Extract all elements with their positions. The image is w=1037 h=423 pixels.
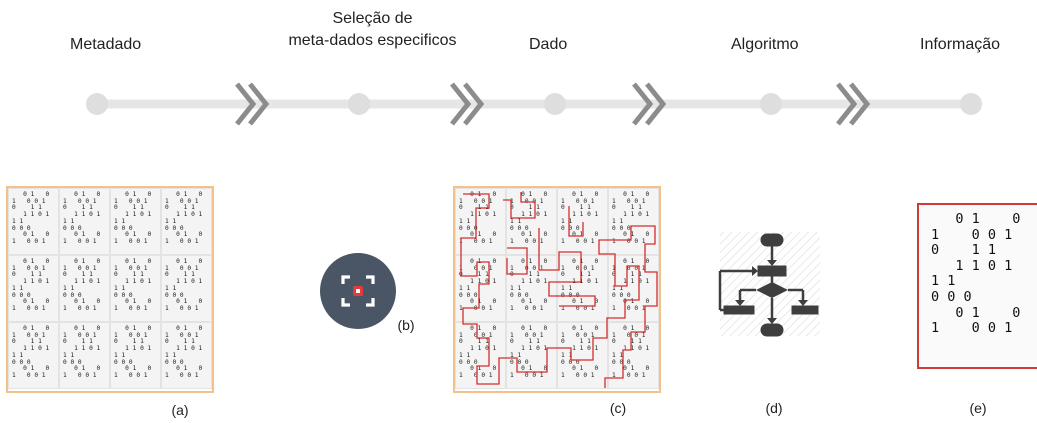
timeline-dot-5 xyxy=(960,93,982,115)
chevron-double-right-icon xyxy=(836,82,871,126)
stage-title-selecao: Seleção de meta-dados especificos xyxy=(280,8,465,52)
binary-tile: 0 1 0 1 0 0 1 0 1 1 1 1 0 1 1 1 0 0 0 0 … xyxy=(110,188,161,255)
binary-tile: 0 1 0 1 0 0 1 0 1 1 1 1 0 1 1 1 0 0 0 0 … xyxy=(59,255,110,322)
timeline-dot-4 xyxy=(760,93,782,115)
binary-tile: 0 1 0 1 0 0 1 0 1 1 1 1 0 1 1 1 0 0 0 0 … xyxy=(557,255,608,322)
binary-tile: 0 1 0 1 0 0 1 0 1 1 1 1 0 1 1 1 0 0 0 0 … xyxy=(557,322,608,389)
binary-tile: 0 1 0 1 0 0 1 0 1 1 1 1 0 1 1 1 0 0 0 0 … xyxy=(110,322,161,389)
binary-tile: 0 1 0 1 0 0 1 0 1 1 1 1 0 1 1 1 0 0 0 0 … xyxy=(161,255,212,322)
caption-b: (b) xyxy=(397,317,415,333)
metadata-grid: 0 1 0 1 0 0 1 0 1 1 1 1 0 1 1 1 0 0 0 0 … xyxy=(6,186,214,393)
timeline-dot-2 xyxy=(348,93,370,115)
binary-tile: 0 1 0 1 0 0 1 0 1 1 1 1 0 1 1 1 0 0 0 0 … xyxy=(8,188,59,255)
caption-e: (e) xyxy=(969,400,987,416)
binary-tile: 0 1 0 1 0 0 1 0 1 1 1 1 0 1 1 1 0 0 0 0 … xyxy=(59,188,110,255)
caption-d: (d) xyxy=(765,400,783,416)
stage-title-selecao-line2: meta-dados especificos xyxy=(288,32,457,49)
binary-tile: 0 1 0 1 0 0 1 0 1 1 1 1 0 1 1 1 0 0 0 0 … xyxy=(8,322,59,389)
binary-tile: 0 1 0 1 0 0 1 0 1 1 1 1 0 1 1 1 0 0 0 0 … xyxy=(455,188,506,255)
binary-tile: 0 1 0 1 0 0 1 0 1 1 1 1 0 1 1 1 0 0 0 0 … xyxy=(110,255,161,322)
chevron-double-right-icon xyxy=(632,82,667,126)
timeline xyxy=(86,82,982,126)
binary-detail-text: 0 1 0 1 0 0 1 0 1 1 1 1 0 1 1 1 0 0 0 0 … xyxy=(931,211,1021,337)
binary-tile: 0 1 0 1 0 0 1 0 1 1 1 1 0 1 1 1 0 0 0 0 … xyxy=(161,322,212,389)
binary-tile: 0 1 0 1 0 0 1 0 1 1 1 1 0 1 1 1 0 0 0 0 … xyxy=(506,322,557,389)
flowchart-icon xyxy=(718,232,820,337)
timeline-dot-3 xyxy=(544,93,566,115)
stage-title-selecao-line1: Seleção de xyxy=(332,10,413,27)
binary-tile: 0 1 0 1 0 0 1 0 1 1 1 1 0 1 1 1 0 0 0 0 … xyxy=(506,188,557,255)
timeline-dot-1 xyxy=(86,93,108,115)
stage-title-dado: Dado xyxy=(529,36,568,53)
binary-tile: 0 1 0 1 0 0 1 0 1 1 1 1 0 1 1 1 0 0 0 0 … xyxy=(455,255,506,322)
stage-title-informacao: Informação xyxy=(920,36,1001,53)
binary-tile: 0 1 0 1 0 0 1 0 1 1 1 1 0 1 1 1 0 0 0 0 … xyxy=(161,188,212,255)
binary-tile: 0 1 0 1 0 0 1 0 1 1 1 1 0 1 1 1 0 0 0 0 … xyxy=(8,255,59,322)
chevron-double-right-icon xyxy=(235,82,270,126)
binary-tile: 0 1 0 1 0 0 1 0 1 1 1 1 0 1 1 1 0 0 0 0 … xyxy=(455,322,506,389)
data-grid: 0 1 0 1 0 0 1 0 1 1 1 1 0 1 1 1 0 0 0 0 … xyxy=(453,186,661,393)
information-panel: 0 1 0 1 0 0 1 0 1 1 1 1 0 1 1 1 0 0 0 0 … xyxy=(917,203,1037,369)
camera-focus-icon xyxy=(320,253,396,329)
stage-title-metadado: Metadado xyxy=(70,36,142,53)
stage-title-algoritmo: Algoritmo xyxy=(731,36,799,53)
chevron-double-right-icon xyxy=(450,82,485,126)
caption-a: (a) xyxy=(171,402,189,418)
selection-path xyxy=(460,192,658,388)
binary-tile: 0 1 0 1 0 0 1 0 1 1 1 1 0 1 1 1 0 0 0 0 … xyxy=(59,322,110,389)
caption-c: (c) xyxy=(609,400,627,416)
